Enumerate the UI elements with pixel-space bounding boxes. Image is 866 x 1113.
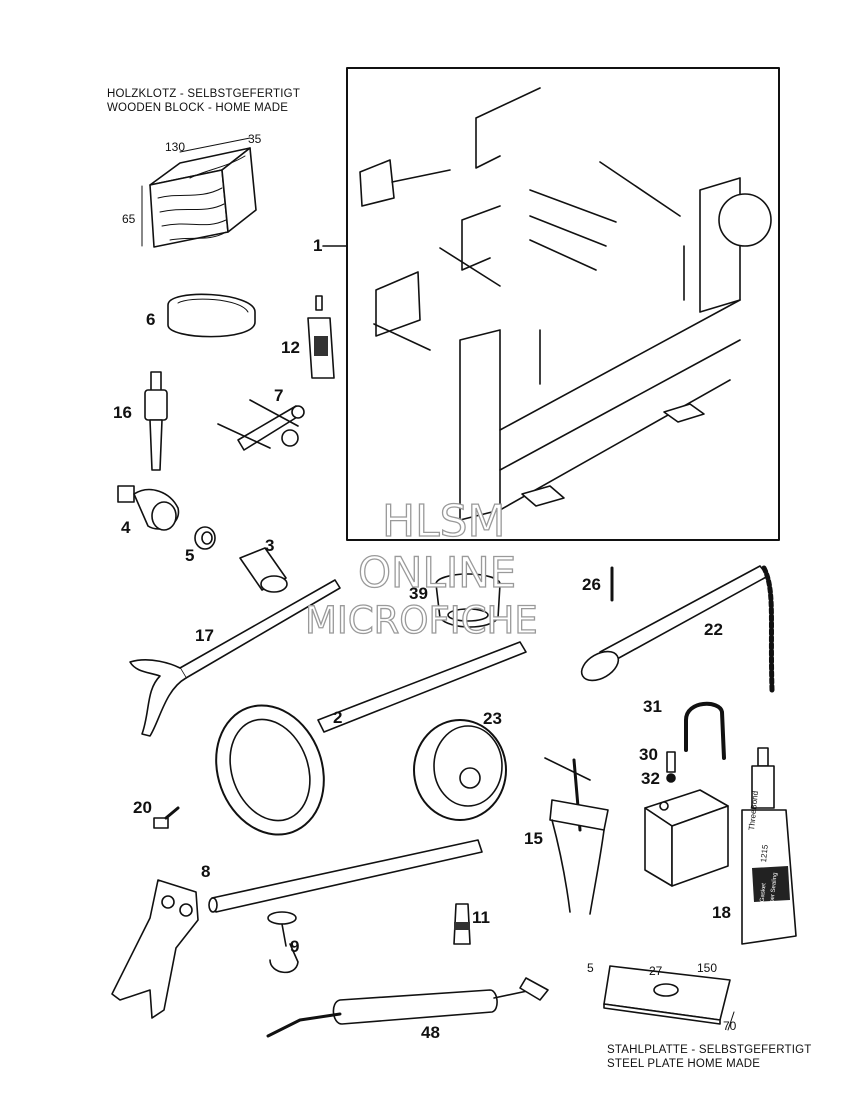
part-48-grease-gun xyxy=(266,977,549,1038)
part-12-bottle xyxy=(307,295,335,379)
block-height-dimension: 65 xyxy=(122,212,136,226)
part-16-puller xyxy=(144,371,168,471)
steel-plate-drawing xyxy=(603,965,735,1031)
part-label-9: 9 xyxy=(290,937,300,956)
part-23-rotor-holder xyxy=(413,719,507,821)
part-label-7: 7 xyxy=(274,386,284,405)
part-label-2: 2 xyxy=(333,708,343,727)
part-17-wrench xyxy=(129,579,341,737)
watermark-line-3: MICROFICHE xyxy=(304,599,538,642)
part-label-30: 30 xyxy=(639,745,658,764)
part-label-6: 6 xyxy=(146,310,156,329)
plate-hole-dimension: 27 xyxy=(649,964,663,978)
part-11-plug xyxy=(453,903,471,945)
engine-stand-drawing xyxy=(359,87,772,521)
part-39-cup xyxy=(435,573,501,628)
part-label-17: 17 xyxy=(195,626,214,645)
wooden-block-caption-de: HOLZKLOTZ - SELBSTGEFERTIGT xyxy=(107,88,301,100)
part-label-12: 12 xyxy=(281,338,300,357)
part-20-screw xyxy=(153,806,180,829)
watermark-line-1: HLSM xyxy=(381,496,506,547)
part-3-sleeve xyxy=(239,547,288,593)
part-label-20: 20 xyxy=(133,798,152,817)
plate-length-dimension: 150 xyxy=(697,961,718,975)
part-label-5: 5 xyxy=(185,546,195,565)
part-label-32: 32 xyxy=(641,769,660,788)
part-label-31: 31 xyxy=(643,697,662,716)
part-9-clamp xyxy=(267,911,299,974)
part-label-15: 15 xyxy=(524,829,543,848)
part-32-ball xyxy=(666,773,676,783)
part-30-screw xyxy=(666,751,676,773)
part-label-39: 39 xyxy=(409,584,428,603)
part-label-23: 23 xyxy=(483,709,502,728)
part-2-holder xyxy=(215,641,527,836)
steel-plate-caption-de: STAHLPLATTE - SELBSTGEFERTIGT xyxy=(607,1044,812,1056)
part-label-11: 11 xyxy=(472,908,490,927)
block-depth-dimension: 35 xyxy=(248,132,262,146)
part-label-1: 1 xyxy=(313,236,323,255)
part-31-hook xyxy=(684,701,726,760)
block-length-dimension: 130 xyxy=(165,140,186,154)
engine-stand-frame-box xyxy=(346,67,780,541)
part-label-3: 3 xyxy=(265,536,275,555)
part-label-18: 18 xyxy=(712,903,731,922)
battery-box-drawing xyxy=(644,789,729,887)
watermark-line-2: ONLINE xyxy=(357,548,517,597)
part-15-puller xyxy=(544,757,609,915)
part-22-chain-wrench xyxy=(580,565,775,693)
part-8-bar xyxy=(111,839,483,1019)
part-label-8: 8 xyxy=(201,862,211,881)
part-5-sleeve xyxy=(194,526,216,550)
part-4-adapter xyxy=(117,485,180,531)
wooden-block-caption-en: WOODEN BLOCK - HOME MADE xyxy=(107,102,289,114)
part-label-16: 16 xyxy=(113,403,132,422)
part-label-22: 22 xyxy=(704,620,723,639)
plate-thickness-dimension: 5 xyxy=(587,961,594,975)
part-6-ring xyxy=(167,293,256,338)
part-label-26: 26 xyxy=(582,575,601,594)
part-18-gasket-tube xyxy=(741,747,797,945)
wooden-block-drawing xyxy=(141,137,257,248)
plate-width-dimension: 70 xyxy=(723,1019,737,1033)
part-7-bracket xyxy=(217,399,305,451)
part-label-48: 48 xyxy=(421,1023,440,1042)
part-label-4: 4 xyxy=(121,518,131,537)
steel-plate-caption-en: STEEL PLATE HOME MADE xyxy=(607,1058,761,1070)
